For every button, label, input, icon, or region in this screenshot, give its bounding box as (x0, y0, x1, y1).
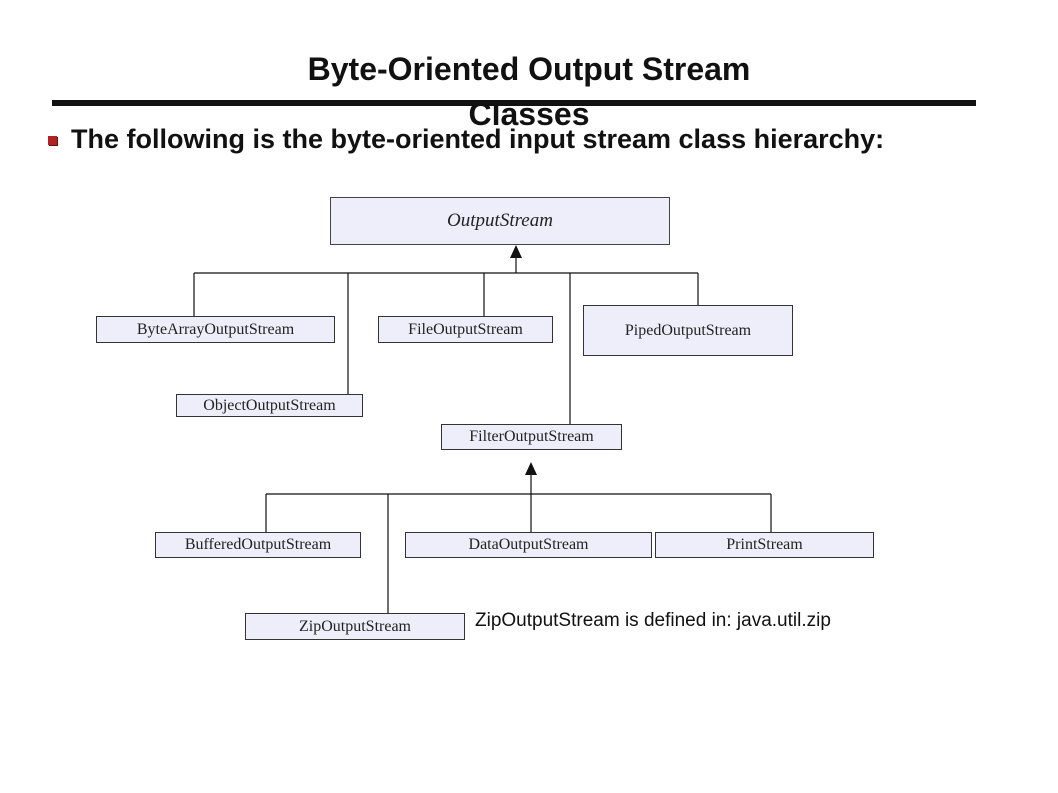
node-filteroutputstream: FilterOutputStream (441, 424, 622, 450)
title-divider (52, 100, 976, 106)
slide-title: Byte-Oriented Output Stream (307, 51, 751, 87)
node-zipoutputstream: ZipOutputStream (245, 613, 465, 640)
node-dataoutputstream: DataOutputStream (405, 532, 652, 558)
node-fileoutputstream: FileOutputStream (378, 316, 553, 343)
node-outputstream: OutputStream (330, 197, 670, 245)
node-objectoutputstream: ObjectOutputStream (176, 394, 363, 417)
zip-note: ZipOutputStream is defined in: java.util… (475, 610, 831, 631)
slide-title-continued: Classes (468, 96, 590, 132)
bullet-point: The following is the byte-oriented input… (46, 125, 946, 154)
bullet-text: The following is the byte-oriented input… (71, 124, 885, 154)
node-bufferedoutputstream: BufferedOutputStream (155, 532, 361, 558)
node-bytearrayoutputstream: ByteArrayOutputStream (96, 316, 335, 343)
inheritance-arrow-filter (525, 462, 537, 475)
bullet-icon (48, 136, 57, 146)
node-pipedoutputstream: PipedOutputStream (583, 305, 793, 356)
inheritance-arrow-root (510, 245, 522, 258)
node-printstream: PrintStream (655, 532, 874, 558)
